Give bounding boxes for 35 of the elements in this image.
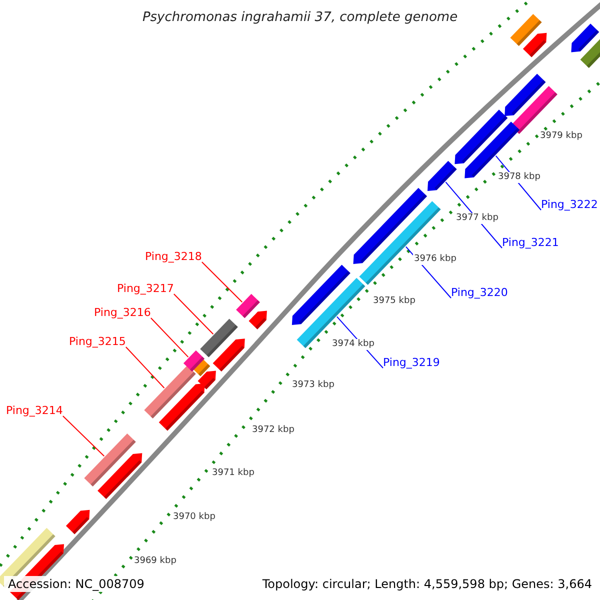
position-label: 3969 kbp [133,556,178,567]
position-label: 3973 kbp [291,380,336,391]
gene-label: Ping_3215 [69,336,126,347]
position-label: 3976 kbp [413,254,458,265]
gene-feature [84,434,136,486]
gene-feature [359,201,441,285]
position-label: 3975 kbp [372,296,416,307]
position-label: 3972 kbp [251,425,296,436]
gene-feature [144,366,196,418]
gene-label: Ping_3220 [451,287,508,298]
leader-line [150,318,189,358]
gene-label: Ping_3222 [541,199,598,210]
gene-feature [236,294,260,318]
position-label: 3974 kbp [331,339,376,350]
leader-line [201,262,243,303]
position-label: 3970 kbp [172,512,216,523]
gene-feature [464,122,520,178]
leader-line [62,416,105,457]
gene-feature [571,24,600,52]
gene-label: Ping_3217 [117,283,174,294]
gene-label: Ping_3219 [383,357,440,368]
gene-feature [200,318,238,358]
leader-line [173,294,214,335]
position-label: 3979 kbp [539,131,584,142]
leader-line [125,346,165,388]
title: Psychromonas ingrahamii 37, complete genome [141,11,459,24]
gene-label: Ping_3218 [145,251,202,262]
position-label: 3971 kbp [211,468,256,479]
gene-label: Ping_3221 [502,237,559,248]
gene-label: Ping_3216 [94,307,151,318]
gene-feature [183,350,205,372]
position-label: 3978 kbp [497,172,542,183]
gene-feature [428,160,457,191]
gene-label: Ping_3214 [6,405,63,416]
position-label: 3977 kbp [455,213,500,224]
